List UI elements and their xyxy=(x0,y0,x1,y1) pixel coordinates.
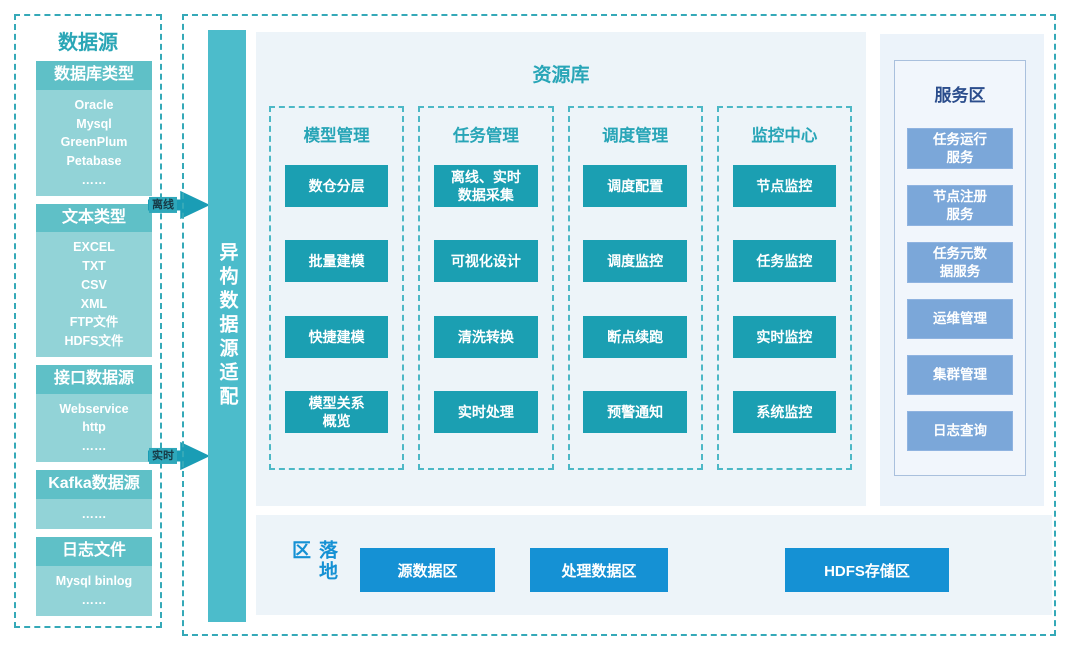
group-database-header: 数据库类型 xyxy=(36,61,152,90)
service-items: 任务运行 服务 节点注册 服务 任务元数 据服务 运维管理 集群管理 日志查询 xyxy=(895,106,1025,475)
service-item: 任务元数 据服务 xyxy=(906,242,1014,284)
column-boxes: 节点监控 任务监控 实时监控 系统监控 xyxy=(719,148,850,450)
group-text: 文本类型 EXCEL TXT CSV XML FTP文件 HDFS文件 xyxy=(36,203,152,357)
list-item: GreenPlum xyxy=(60,135,128,150)
landing-label: 落地区 xyxy=(289,540,337,582)
group-database: 数据库类型 Oracle Mysql GreenPlum Petabase …… xyxy=(36,61,152,196)
feature-box: 可视化设计 xyxy=(434,240,538,283)
list-item: TXT xyxy=(82,259,106,274)
list-item: FTP文件 xyxy=(69,315,119,330)
column-schedule-mgmt: 调度管理 调度配置 调度监控 断点续跑 预警通知 xyxy=(567,106,703,470)
list-item: HDFS文件 xyxy=(64,334,124,349)
feature-box: 断点续跑 xyxy=(583,315,687,358)
group-interface: 接口数据源 Webservice http …… xyxy=(36,364,152,462)
service-item: 日志查询 xyxy=(906,411,1014,451)
feature-box: 模型关系 概览 xyxy=(284,391,389,434)
resource-panel: 资源库 模型管理 数仓分层 批量建模 快捷建模 模型关系 概览 任务管理 离线、… xyxy=(256,32,866,506)
column-model-mgmt: 模型管理 数仓分层 批量建模 快捷建模 模型关系 概览 xyxy=(269,106,405,470)
group-kafka: Kafka数据源 …… xyxy=(36,469,152,530)
landing-zone-processing: 处理数据区 xyxy=(530,548,668,592)
data-sources-panel: 数据源 数据库类型 Oracle Mysql GreenPlum Petabas… xyxy=(14,14,162,628)
group-kafka-items: …… xyxy=(36,498,152,530)
column-header: 任务管理 xyxy=(452,127,519,145)
group-log-header: 日志文件 xyxy=(36,537,152,567)
group-text-items: EXCEL TXT CSV XML FTP文件 HDFS文件 xyxy=(36,232,152,357)
landing-panel: 落地区 源数据区 处理数据区 HDFS存储区 xyxy=(256,515,1052,615)
feature-box: 实时处理 xyxy=(434,391,538,434)
list-item: CSV xyxy=(81,277,107,292)
group-text-header: 文本类型 xyxy=(36,203,152,233)
feature-box: 清洗转换 xyxy=(434,315,538,358)
feature-box: 数仓分层 xyxy=(284,164,389,207)
adapter-bar: 异构数据源适配 xyxy=(208,30,246,622)
list-item: Oracle xyxy=(74,97,114,112)
resource-title: 资源库 xyxy=(532,65,590,86)
realtime-arrow-label: 实时 xyxy=(149,447,177,465)
list-item: Mysql xyxy=(76,116,112,131)
column-boxes: 数仓分层 批量建模 快捷建模 模型关系 概览 xyxy=(271,148,402,450)
feature-box: 快捷建模 xyxy=(284,315,389,358)
list-item: EXCEL xyxy=(73,240,115,255)
feature-box: 任务监控 xyxy=(732,240,837,283)
list-item: …… xyxy=(81,592,107,607)
service-item: 集群管理 xyxy=(906,355,1014,396)
list-item: http xyxy=(82,420,106,435)
list-item: XML xyxy=(80,296,108,311)
column-header: 调度管理 xyxy=(602,127,669,145)
offline-flow: 离线 xyxy=(148,189,210,221)
list-item: Webservice xyxy=(59,401,129,416)
realtime-flow: 实时 xyxy=(148,440,210,472)
data-sources-title: 数据源 xyxy=(58,32,118,54)
column-header: 模型管理 xyxy=(303,127,370,145)
column-task-mgmt: 任务管理 离线、实时 数据采集 可视化设计 清洗转换 实时处理 xyxy=(418,106,554,470)
service-panel: 服务区 任务运行 服务 节点注册 服务 任务元数 据服务 运维管理 集群管理 日… xyxy=(880,34,1044,506)
group-interface-header: 接口数据源 xyxy=(36,364,152,394)
service-title: 服务区 xyxy=(934,86,986,105)
landing-zone-hdfs: HDFS存储区 xyxy=(785,548,949,592)
feature-box: 调度监控 xyxy=(583,240,687,283)
group-log: 日志文件 Mysql binlog …… xyxy=(36,537,152,616)
list-item: …… xyxy=(81,506,107,521)
feature-box: 系统监控 xyxy=(732,391,837,434)
column-boxes: 离线、实时 数据采集 可视化设计 清洗转换 实时处理 xyxy=(420,148,551,450)
column-boxes: 调度配置 调度监控 断点续跑 预警通知 xyxy=(570,148,701,450)
list-item: Mysql binlog xyxy=(55,574,133,589)
feature-box: 节点监控 xyxy=(732,164,837,207)
list-item: …… xyxy=(81,439,107,454)
platform-frame: 异构数据源适配 资源库 模型管理 数仓分层 批量建模 快捷建模 模型关系 概览 … xyxy=(182,14,1056,636)
offline-arrow-label: 离线 xyxy=(149,196,177,214)
data-source-groups: 数据库类型 Oracle Mysql GreenPlum Petabase ……… xyxy=(16,61,160,616)
resource-columns: 模型管理 数仓分层 批量建模 快捷建模 模型关系 概览 任务管理 离线、实时 数… xyxy=(269,106,852,470)
column-header: 监控中心 xyxy=(751,127,818,145)
feature-box: 调度配置 xyxy=(583,164,687,207)
group-interface-items: Webservice http …… xyxy=(36,393,152,462)
adapter-label: 异构数据源适配 xyxy=(216,242,238,410)
list-item: …… xyxy=(81,172,107,187)
service-item: 节点注册 服务 xyxy=(906,185,1014,227)
group-log-items: Mysql binlog …… xyxy=(36,566,152,616)
feature-box: 预警通知 xyxy=(583,391,687,434)
service-item: 运维管理 xyxy=(906,299,1014,340)
feature-box: 实时监控 xyxy=(732,315,837,358)
service-item: 任务运行 服务 xyxy=(906,127,1014,170)
feature-box: 批量建模 xyxy=(284,240,389,283)
column-monitor-center: 监控中心 节点监控 任务监控 实时监控 系统监控 xyxy=(716,106,852,470)
group-kafka-header: Kafka数据源 xyxy=(36,469,152,499)
list-item: Petabase xyxy=(66,154,122,169)
group-database-items: Oracle Mysql GreenPlum Petabase …… xyxy=(36,89,152,196)
service-box: 服务区 任务运行 服务 节点注册 服务 任务元数 据服务 运维管理 集群管理 日… xyxy=(894,60,1026,476)
feature-box: 离线、实时 数据采集 xyxy=(434,164,538,207)
landing-zone-source: 源数据区 xyxy=(360,548,495,592)
